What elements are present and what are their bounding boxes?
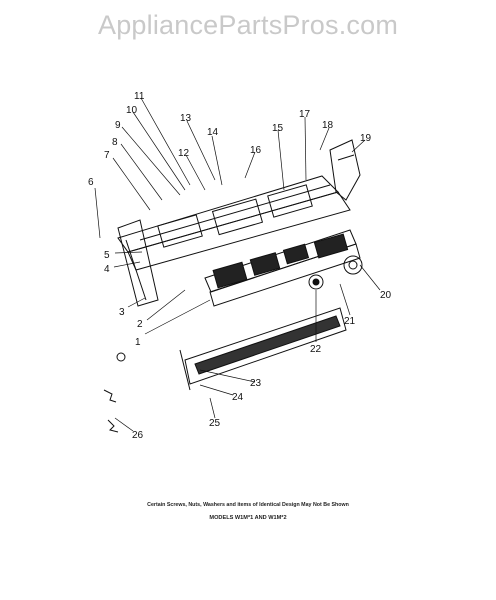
callout-2: 2 xyxy=(137,319,143,330)
callout-16: 16 xyxy=(250,145,262,156)
callout-17: 17 xyxy=(299,109,311,120)
callout-19: 19 xyxy=(360,133,372,144)
callout-26: 26 xyxy=(132,430,144,441)
hardware-clip xyxy=(116,352,126,362)
callout-7: 7 xyxy=(104,150,110,161)
console-front xyxy=(204,229,361,307)
callout-5: 5 xyxy=(104,250,110,261)
right-bracket xyxy=(329,139,361,201)
callout-14: 14 xyxy=(207,127,219,138)
callout-11: 11 xyxy=(134,91,145,102)
callout-1: 1 xyxy=(135,337,141,348)
callout-15: 15 xyxy=(272,123,284,134)
callout-18: 18 xyxy=(322,120,334,131)
callout-25: 25 xyxy=(209,418,221,429)
callout-10: 10 xyxy=(126,105,138,116)
leader-lines xyxy=(94,97,381,432)
callout-12: 12 xyxy=(178,148,190,159)
knob-small xyxy=(308,274,324,290)
callout-23: 23 xyxy=(250,378,262,389)
knob-large xyxy=(343,255,363,275)
callout-9: 9 xyxy=(115,120,121,131)
rear-panel xyxy=(117,175,351,271)
model-label: MODELS W1M*1 AND W1M*2 xyxy=(209,515,287,521)
left-end-cap xyxy=(117,219,159,307)
watermark: AppliancePartsPros.com xyxy=(97,10,399,40)
hardware-spring xyxy=(107,419,119,433)
callout-13: 13 xyxy=(180,113,192,124)
callout-6: 6 xyxy=(88,177,94,188)
callout-8: 8 xyxy=(112,137,118,148)
callout-20: 20 xyxy=(380,290,392,301)
hardware-screw xyxy=(103,389,117,403)
callout-3: 3 xyxy=(119,307,125,318)
callout-4: 4 xyxy=(104,264,110,275)
lower-faceplate xyxy=(179,307,347,391)
footnote: Certain Screws, Nuts, Washers and items … xyxy=(147,502,349,508)
callout-22: 22 xyxy=(310,344,322,355)
callout-21: 21 xyxy=(344,316,356,327)
callout-24: 24 xyxy=(232,392,244,403)
